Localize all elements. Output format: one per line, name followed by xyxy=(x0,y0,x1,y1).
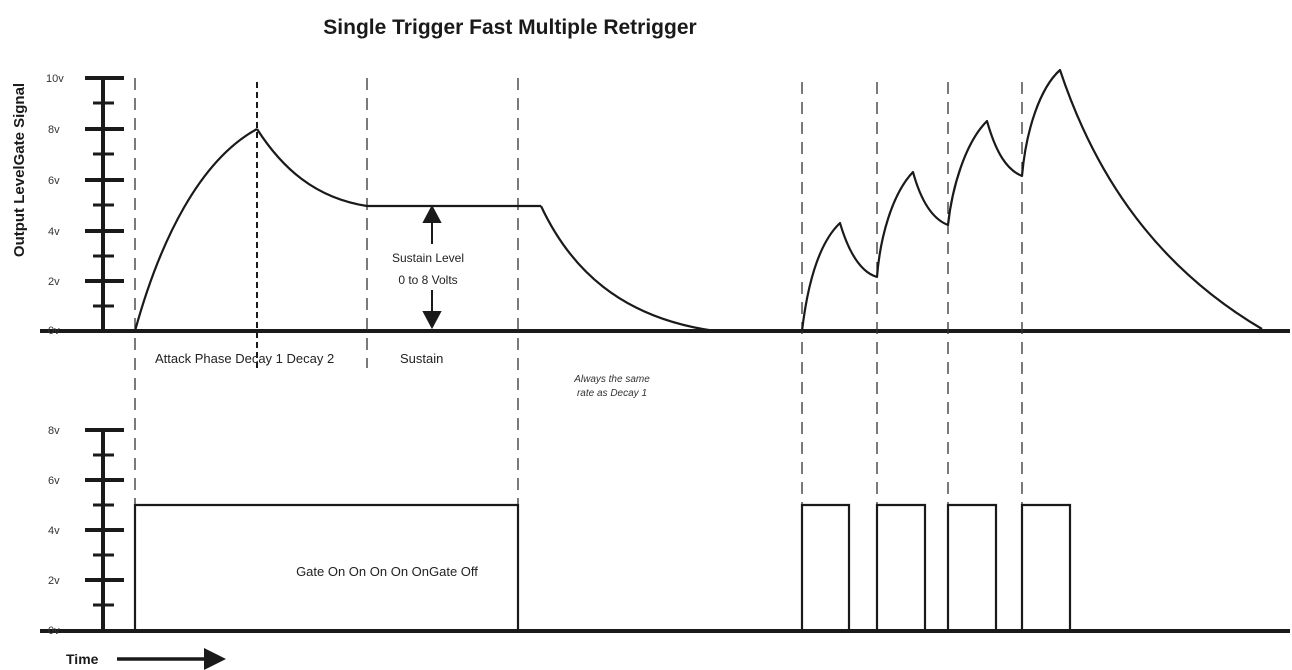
top-tick-label: 6v xyxy=(48,175,60,187)
phase-guides xyxy=(134,78,1023,512)
top-tick-label: 4v xyxy=(48,226,60,238)
gate-pulse-1 xyxy=(800,503,851,631)
bottom-tick-label: 6v xyxy=(48,475,60,487)
envelope-curves xyxy=(133,68,1263,333)
top-tick-label: 8v xyxy=(48,124,60,136)
bottom-tick-label: 4v xyxy=(48,525,60,537)
top-axes xyxy=(40,76,1290,333)
sustain-level-label: Sustain Level xyxy=(392,251,464,265)
top-tick-label: 10v xyxy=(46,73,64,85)
time-arrow-icon xyxy=(204,648,226,670)
sustain-level-arrow xyxy=(422,204,442,330)
gate-pulse-long xyxy=(133,503,520,631)
phase-label: Attack Phase Decay 1 Decay 2 xyxy=(155,351,334,366)
release-note-line2: rate as Decay 1 xyxy=(577,388,647,399)
sustain-arrowhead-up xyxy=(422,204,442,223)
decay-sustain-curve xyxy=(256,128,541,208)
sustain-range-label: 0 to 8 Volts xyxy=(398,273,457,287)
y-axis-label: Output LevelGate Signal xyxy=(11,83,28,257)
gate-pulse-2 xyxy=(875,503,927,631)
gate-signal xyxy=(133,503,1072,631)
top-tick-label: 0v xyxy=(48,325,60,337)
bottom-tick-label: 2v xyxy=(48,575,60,587)
bottom-axes xyxy=(40,428,1290,633)
sustain-arrowhead-down xyxy=(422,311,442,330)
sustain-phase-label: Sustain xyxy=(400,351,443,366)
attack-curve xyxy=(133,128,258,332)
time-label: Time xyxy=(66,651,99,667)
release-curve xyxy=(540,205,716,333)
release-note-line1: Always the same xyxy=(573,374,650,385)
top-tick-label: 2v xyxy=(48,276,60,288)
gate-pulse-3 xyxy=(946,503,998,631)
diagram-title: Single Trigger Fast Multiple Retrigger xyxy=(323,16,696,39)
gate-label: Gate On On On On OnGate Off xyxy=(296,564,478,579)
bottom-tick-label: 0v xyxy=(48,625,60,637)
retrigger-curve xyxy=(800,68,1263,332)
gate-pulse-4 xyxy=(1020,503,1072,631)
bottom-tick-label: 8v xyxy=(48,425,60,437)
